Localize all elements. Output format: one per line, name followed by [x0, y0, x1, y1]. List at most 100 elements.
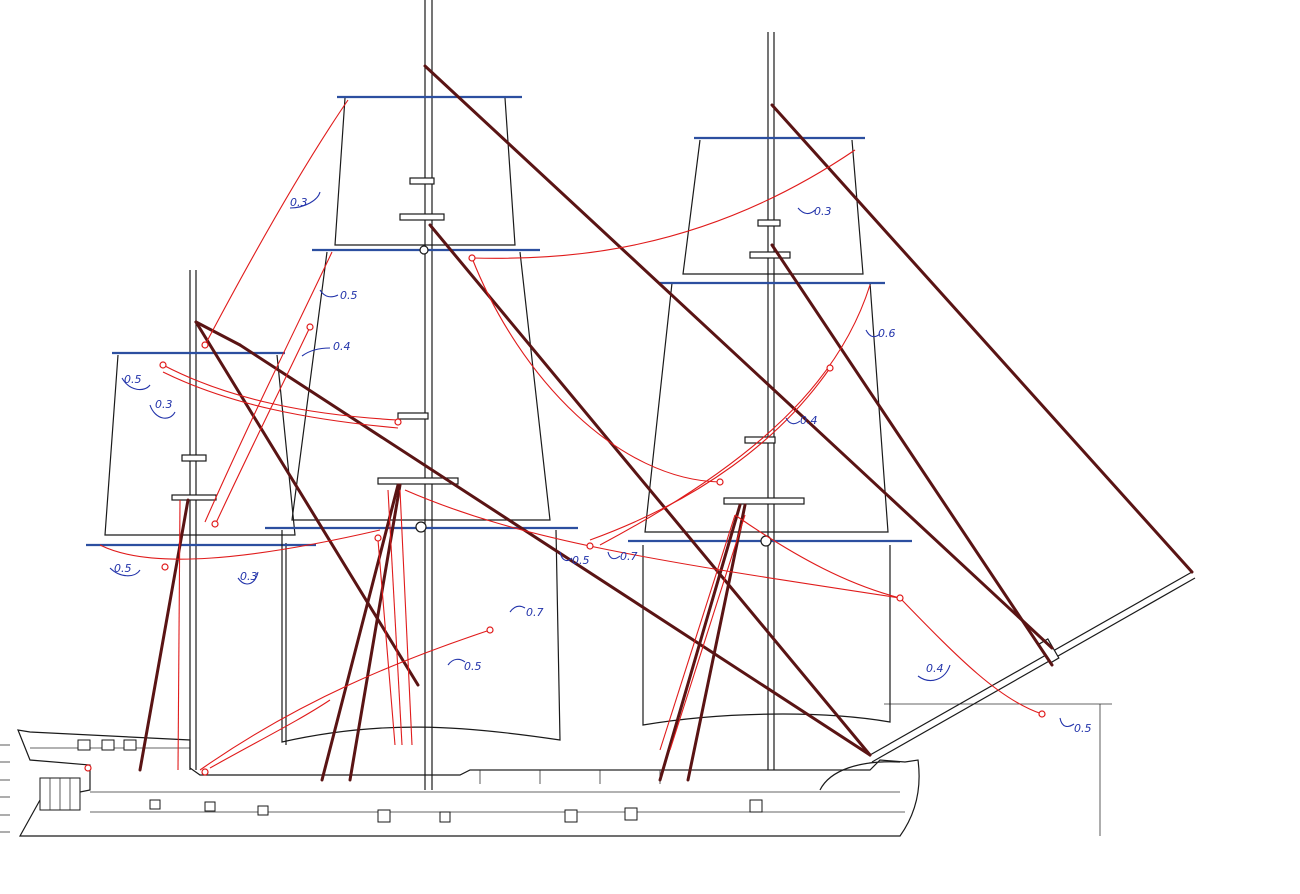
- fore-stay: [770, 243, 1054, 667]
- callout-hook: [559, 551, 573, 562]
- main-topgallant-brace-fore: [471, 257, 721, 483]
- fore-topsail-brace: [589, 367, 831, 541]
- gun-port: [749, 799, 763, 813]
- rigging-block: [306, 323, 314, 331]
- main-shroud-1: [320, 483, 400, 782]
- main-topsail: [291, 251, 551, 521]
- mizzen-mast: [86, 270, 316, 770]
- rigging-block: [586, 542, 594, 550]
- main-halyard-3: [399, 489, 413, 746]
- callout-hook: [447, 658, 466, 666]
- label-mizzen-yard-left-2: 0.3: [155, 398, 173, 411]
- label-fore-topgallant-brace: 0.3: [290, 196, 308, 209]
- fore-topmast-stay: [770, 103, 1194, 574]
- main-top: [377, 477, 459, 485]
- mizzen-topsail-brace: [162, 364, 399, 421]
- fore-shroud-1: [658, 503, 742, 782]
- callout-hook: [121, 377, 151, 391]
- fore-course: [642, 545, 891, 726]
- main-topgallant-crosstree: [409, 177, 435, 185]
- rigging-block: [468, 254, 476, 262]
- callout-hook: [319, 289, 339, 298]
- label-mizzen-yard-left: 0.5: [124, 373, 142, 386]
- rigging-block: [161, 563, 169, 571]
- callouts: [109, 191, 1075, 728]
- label-main-course-brace: 0.7: [526, 606, 544, 619]
- main-course-brace: [199, 629, 491, 771]
- main-lower-parrel: [415, 521, 427, 533]
- rigging-block: [1038, 710, 1046, 718]
- label-fore-mid-right: 0.4: [800, 414, 818, 427]
- mizzen-shroud: [138, 498, 190, 772]
- callout-hook: [607, 551, 621, 560]
- mizzen-topsail: [104, 354, 296, 536]
- main-topgallant-brace-2: [214, 326, 311, 526]
- fore-shroud-2: [686, 503, 747, 782]
- rigging-block: [211, 520, 219, 528]
- main-topgallant-sail: [334, 97, 516, 246]
- callout-hook: [109, 567, 141, 577]
- rigging-block: [896, 594, 904, 602]
- main-halyard-1: [377, 539, 396, 746]
- label-mizzen-lower-left: 0.5: [114, 562, 132, 575]
- gun-port: [204, 801, 216, 812]
- mizzen-stay-head: [194, 320, 242, 347]
- fore-topsail: [644, 282, 889, 533]
- callout-hook: [237, 571, 259, 585]
- gun-port: [377, 809, 391, 823]
- rigging-block: [486, 626, 494, 634]
- mizzen-top: [171, 494, 217, 501]
- hull: [0, 703, 1112, 837]
- cabin-window-3: [123, 739, 137, 751]
- callout-hook: [917, 664, 951, 681]
- main-halyard-2: [387, 489, 403, 746]
- main-topsail-brace: [404, 489, 901, 599]
- gun-port: [564, 809, 578, 823]
- main-crosstree: [397, 412, 429, 420]
- label-main-course-brace-2: 0.5: [464, 660, 482, 673]
- rigging-block: [84, 764, 92, 772]
- bowsprit: [869, 571, 1196, 763]
- scale-ticks: [0, 744, 10, 833]
- fore-mast: [628, 32, 912, 770]
- rigging-block: [826, 364, 834, 372]
- label-fore-topsail-brace: 0.5: [340, 289, 358, 302]
- bowsprit-spar-lower: [871, 577, 1196, 763]
- running-rigging: [84, 99, 1046, 776]
- main-shroud-2: [348, 483, 402, 782]
- mizzen-stay: [194, 320, 420, 687]
- rigging-block: [394, 418, 402, 426]
- label-fore-top-right: 0.6: [878, 327, 896, 340]
- callout-hook: [509, 605, 526, 613]
- fore-lower-brace: [734, 514, 901, 599]
- main-course-brace-2: [209, 699, 331, 769]
- label-mizzen-lower-right: 0.3: [240, 570, 258, 583]
- fore-halyard-2: [669, 514, 746, 751]
- mizzen-lower-brace: [99, 529, 381, 560]
- gun-port: [257, 805, 269, 816]
- bow-brace-line: [899, 597, 1043, 715]
- hull-outline: [17, 729, 920, 837]
- bow-head: [819, 761, 901, 791]
- gun-port: [624, 807, 638, 821]
- rigging-block: [159, 361, 167, 369]
- callout-hook: [797, 207, 816, 215]
- bowsprit-spar: [869, 571, 1193, 756]
- gun-port: [149, 799, 161, 810]
- fore-royal-brace: [471, 149, 856, 259]
- main-topmast-stay: [423, 64, 1054, 650]
- gun-port: [439, 811, 451, 823]
- callout-hook: [865, 329, 881, 338]
- fore-topgallant-top: [749, 251, 791, 259]
- main-stay: [238, 343, 872, 757]
- main-topgallant-top: [399, 213, 445, 221]
- rigging-block: [201, 341, 209, 349]
- fore-topgallant-brace: [599, 284, 871, 546]
- callout-hook: [289, 191, 321, 209]
- callout-hook: [301, 347, 331, 357]
- main-topgallant-brace: [204, 251, 333, 523]
- label-fore-topsail-brace-2: 0.4: [333, 340, 351, 353]
- label-bow-brace: 0.4: [926, 662, 944, 675]
- label-fore-topgallant-right: 0.3: [814, 205, 832, 218]
- callout-hook: [149, 404, 176, 419]
